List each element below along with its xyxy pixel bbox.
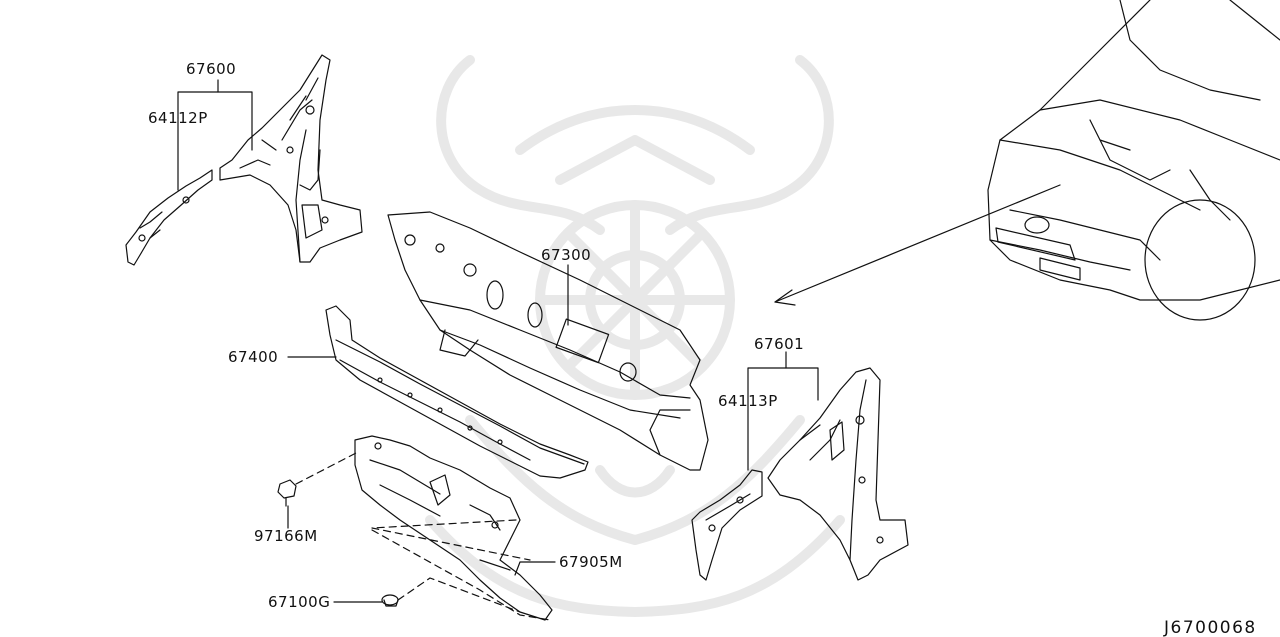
leader-lines	[177, 79, 819, 603]
part-label-67300: 67300	[541, 246, 592, 264]
cowl-top-panel	[325, 305, 589, 479]
part-label-67600: 67600	[186, 60, 237, 78]
grommet-fastener	[381, 594, 399, 607]
reference-arrow	[774, 184, 1061, 303]
part-label-64113P: 64113P	[718, 392, 778, 410]
part-label-64112P: 64112P	[148, 109, 208, 127]
vehicle-reference	[987, 0, 1280, 321]
assembly-dashed-lines	[295, 451, 551, 621]
clip-fastener	[277, 479, 297, 507]
diagram-id: J6700068	[1164, 618, 1257, 637]
part-label-67905M: 67905M	[559, 553, 623, 571]
right-hoodledge-panel	[767, 367, 909, 581]
part-label-67400: 67400	[228, 348, 279, 366]
left-bracket	[125, 169, 213, 266]
dash-insulator	[354, 435, 553, 621]
dash-lower-panel	[387, 211, 709, 471]
part-label-97166M: 97166M	[254, 527, 318, 545]
part-label-67100G: 67100G	[268, 593, 331, 611]
left-hoodledge-panel	[219, 54, 363, 263]
part-label-67601: 67601	[754, 335, 805, 353]
right-bracket	[691, 469, 763, 581]
